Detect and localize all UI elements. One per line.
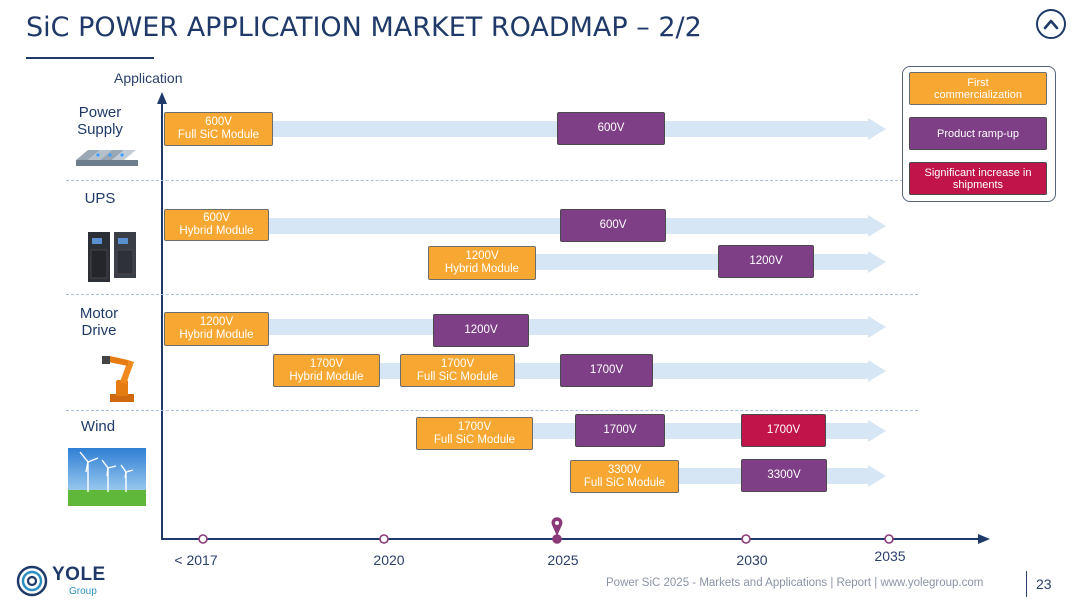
milestone-box: 600V: [560, 209, 666, 242]
category-motor-drive: Motor Drive: [79, 305, 119, 339]
milestone-box: 1700V Hybrid Module: [273, 354, 380, 387]
row-separator: [66, 410, 918, 411]
milestone-box: 1700V Full SiC Module: [400, 354, 515, 387]
milestone-box: 600V Full SiC Module: [164, 112, 273, 146]
legend-first-commercialization: First commercialization: [909, 72, 1047, 105]
row-separator: [66, 294, 918, 295]
footer-text: Power SiC 2025 - Markets and Application…: [606, 577, 984, 589]
yole-logo-icon: [16, 565, 48, 597]
legend-product-ramp-up: Product ramp-up: [909, 117, 1047, 150]
milestone-box: 1200V Hybrid Module: [428, 246, 536, 280]
milestone-box: 1200V: [718, 245, 814, 278]
milestone-box: 1700V Full SiC Module: [416, 417, 533, 450]
category-ups: UPS: [84, 190, 116, 207]
category-power-supply: Power Supply: [77, 104, 123, 138]
row-separator: [66, 180, 918, 181]
milestone-box: 1200V: [433, 314, 529, 347]
power-supply-modules-image: [76, 150, 138, 166]
category-wind: Wind: [80, 418, 116, 435]
current-year-pin-icon: [551, 517, 563, 536]
tick-label: 2035: [874, 548, 906, 564]
page-number: 23: [1036, 576, 1052, 592]
title-underline: [26, 57, 154, 59]
ups-cabinets-image: [88, 232, 136, 282]
logo-sub: Group: [69, 586, 97, 597]
tick-label: < 2017: [174, 552, 218, 568]
timeline-arrow: [268, 316, 886, 338]
logo-name: YOLE: [52, 564, 106, 585]
legend-significant-increase: Significant increase in shipments: [909, 162, 1047, 195]
yole-logo: YOLE Group: [16, 564, 116, 600]
page-separator: [1026, 571, 1027, 597]
tick-label: 2025: [547, 552, 579, 568]
legend: First commercialization Product ramp-up …: [902, 66, 1056, 202]
milestone-box: 3300V Full SiC Module: [570, 460, 679, 493]
scroll-up-button[interactable]: [1036, 9, 1066, 39]
wind-turbines-image: [68, 448, 146, 506]
milestone-box: 600V: [557, 112, 665, 145]
milestone-box: 1200V Hybrid Module: [164, 312, 269, 346]
milestone-box: 1700V: [575, 414, 665, 447]
tick-label: 2020: [373, 552, 405, 568]
page-title: SiC POWER APPLICATION MARKET ROADMAP – 2…: [26, 12, 702, 43]
chevron-up-icon: [1043, 19, 1059, 30]
milestone-box: 1700V: [741, 414, 826, 447]
milestone-box: 3300V: [741, 459, 827, 492]
milestone-box: 1700V: [560, 354, 653, 387]
industrial-robot-arm-image: [102, 356, 134, 402]
y-axis-title: Application: [114, 70, 183, 86]
milestone-box: 600V Hybrid Module: [164, 209, 269, 241]
tick-label: 2030: [736, 552, 768, 568]
